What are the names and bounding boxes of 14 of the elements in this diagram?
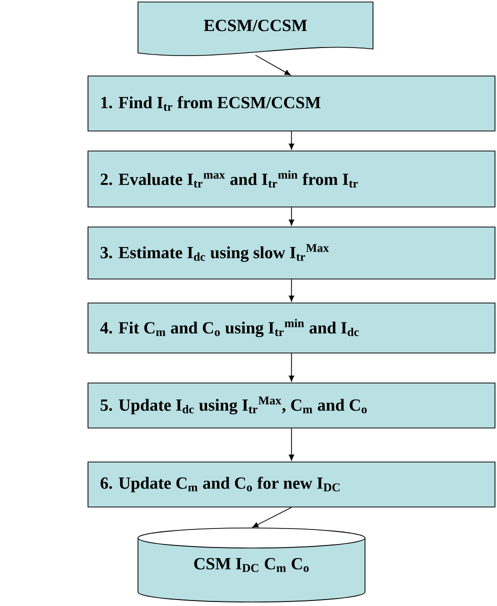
- arrow: [288, 428, 294, 461]
- arrow: [288, 207, 294, 226]
- arrow: [288, 131, 294, 150]
- database-cylinder: CSM I$_{DC}$ C$_{m}$ C$_{o}$: [138, 528, 366, 602]
- process-box: 6. Update C$_{m}$ and C$_{o}$ for new I$_{DC}$: [88, 462, 496, 508]
- process-box: 3. Estimate I$_{dc}$ using slow I$_{tr}$Max: [88, 226, 496, 280]
- arrow: [288, 279, 294, 302]
- process-box: 2. Evaluate I$_{tr}$$^{max}$ and I$_{tr}$$^{min}$ from I$_{tr}$: [88, 150, 496, 208]
- arrow: [288, 353, 294, 382]
- arrow: [255, 54, 291, 76]
- arrow: [252, 507, 292, 528]
- process-box: 5. Update I$_{dc}$ using I$_{tr}$$^{Max}$, C$_{m}$ and C$_{o}$: [88, 382, 496, 428]
- process-box: 1. Find I$_{tr}$ from ECSM/CCSM: [88, 76, 496, 132]
- process-box: 4. Fit C$_{m}$ and C$_{o}$ using I$_{tr}$$^{min}$ and I$_{dc}$: [88, 302, 496, 354]
